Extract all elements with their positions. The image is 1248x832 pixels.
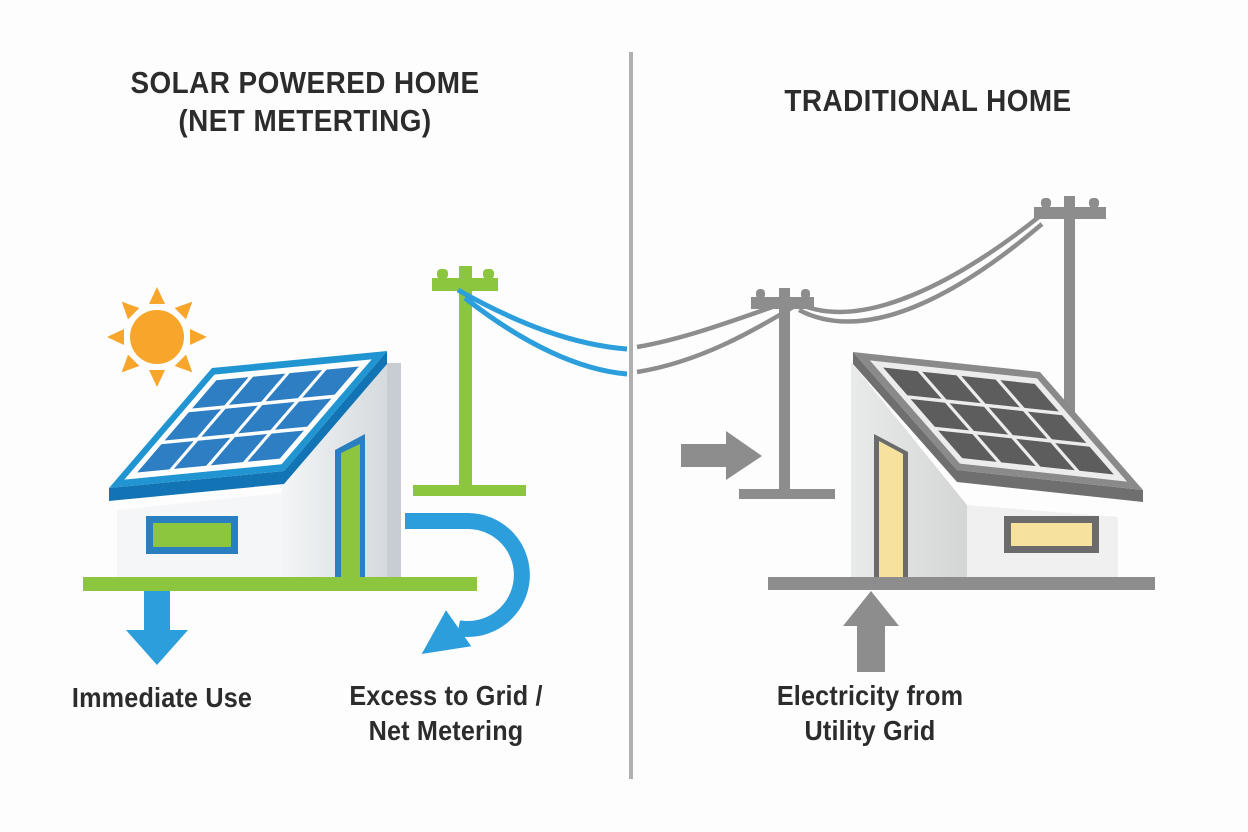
excess-to-grid-arrow-icon xyxy=(405,513,530,654)
solar-house-window xyxy=(153,523,231,547)
solar-house-door xyxy=(341,444,360,578)
solar-panel-array xyxy=(124,359,372,480)
traditional-roof-fascia xyxy=(957,470,1143,502)
excess-label-line2: Net Metering xyxy=(368,715,524,746)
immediate-use-arrow-icon xyxy=(126,584,188,665)
grid-supply-arrow-icon xyxy=(681,431,762,480)
electricity-from-grid-arrow-icon xyxy=(843,591,899,672)
traditional-roof-panel-grid xyxy=(869,360,1128,482)
solar-house xyxy=(109,351,401,578)
traditional-house xyxy=(851,352,1143,578)
grid-label-line2: Utility Grid xyxy=(804,715,936,746)
utility-pole-far xyxy=(1034,196,1106,432)
ground-line-right xyxy=(768,577,1155,590)
solar-roof-fascia-upper xyxy=(284,351,387,484)
electricity-from-grid-label: Electricity from Utility Grid xyxy=(750,678,990,748)
grid-label-line1: Electricity from xyxy=(776,680,964,711)
solar-export-wires xyxy=(456,287,628,377)
sun-icon xyxy=(107,287,207,387)
excess-to-grid-label: Excess to Grid / Net Metering xyxy=(326,678,566,748)
left-section-title: SOLAR POWERED HOME (NET METERTING) xyxy=(110,64,500,140)
traditional-roof-fascia-upper xyxy=(853,352,957,482)
solar-house-side-face xyxy=(387,363,401,578)
grid-wires xyxy=(636,214,1044,375)
solar-roof-fascia xyxy=(109,471,284,501)
divider-line xyxy=(629,52,633,779)
ground-line-left xyxy=(83,577,477,591)
traditional-house-door xyxy=(879,441,903,578)
right-section-title: TRADITIONAL HOME xyxy=(784,83,1072,118)
left-title-line2: (NET METERTING) xyxy=(178,103,432,138)
immediate-use-label: Immediate Use xyxy=(71,682,253,713)
green-utility-pole xyxy=(413,266,526,496)
traditional-house-window xyxy=(1011,523,1092,546)
utility-pole-near xyxy=(739,288,835,499)
left-title-line1: SOLAR POWERED HOME xyxy=(130,65,480,100)
excess-label-line1: Excess to Grid / xyxy=(349,680,543,711)
